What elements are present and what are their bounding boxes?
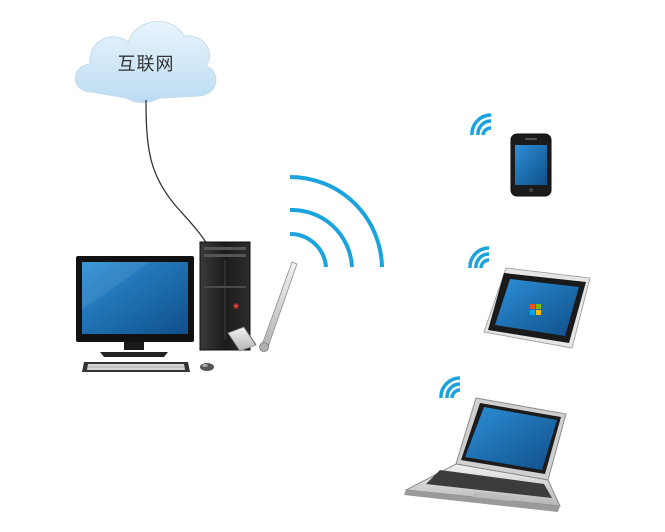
phone-wifi-signal-icon <box>470 113 492 136</box>
smartphone-icon <box>510 133 552 197</box>
laptop-icon <box>404 397 567 512</box>
keyboard <box>82 362 190 372</box>
windows-logo-icon <box>530 304 541 315</box>
wifi-signal-icon <box>289 175 384 268</box>
usb-wifi-adapter-icon <box>227 261 298 352</box>
internet-cable <box>145 99 209 247</box>
tablet-wifi-signal-icon <box>468 246 490 269</box>
mouse <box>200 363 214 371</box>
monitor <box>76 256 194 357</box>
tablet-icon <box>483 267 591 349</box>
cloud-icon <box>74 21 217 103</box>
cloud-label: 互联网 <box>117 54 175 75</box>
laptop-wifi-signal-icon <box>439 376 461 399</box>
desktop-computer-icon <box>76 241 251 372</box>
